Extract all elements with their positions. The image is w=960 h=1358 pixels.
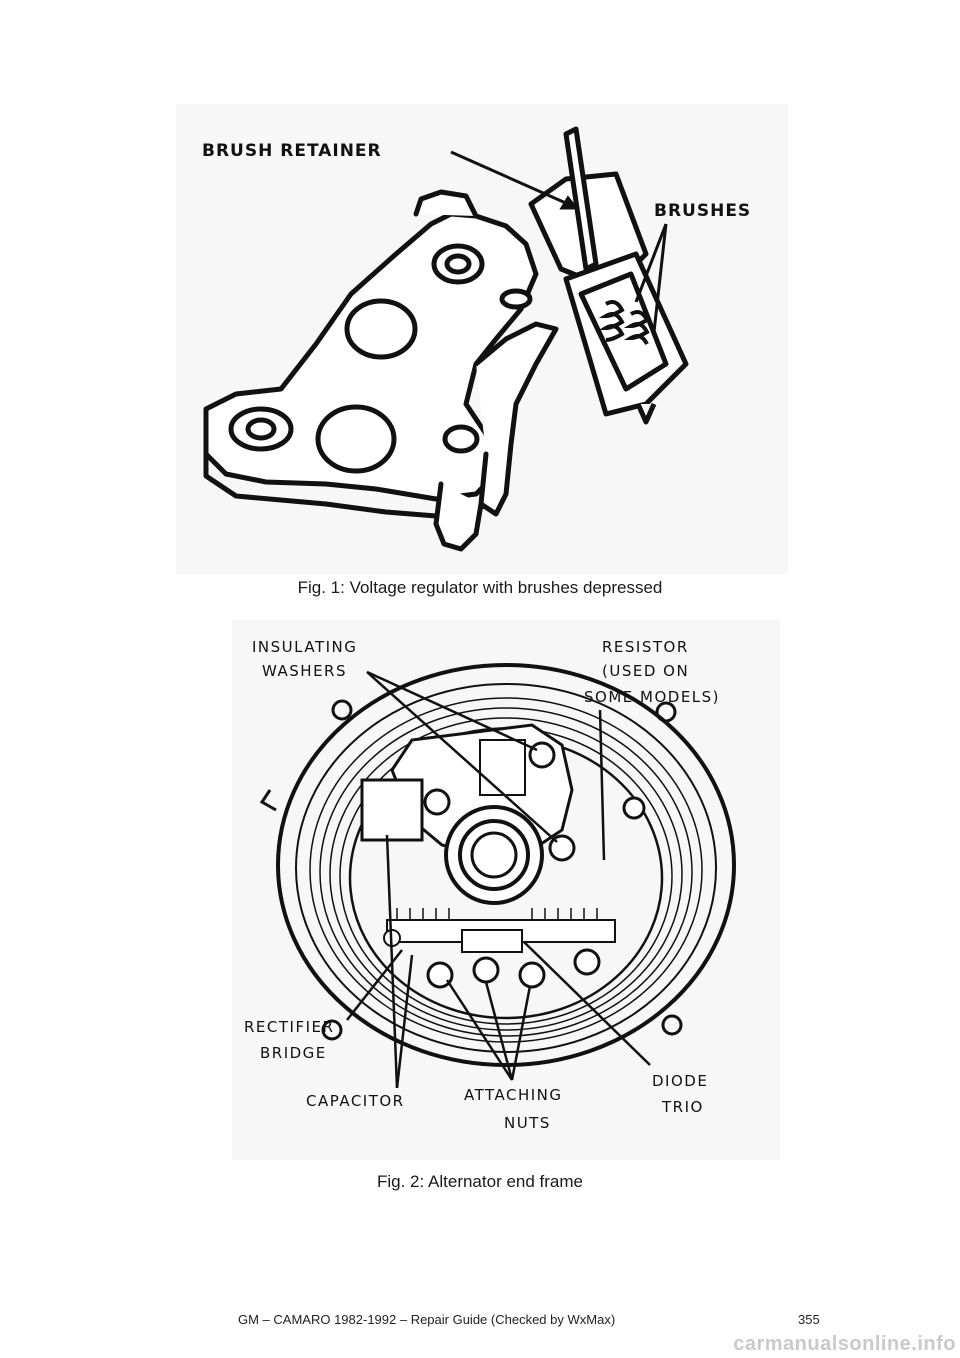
attaching-label-1: ATTACHING: [464, 1086, 563, 1104]
rectifier-label-2: BRIDGE: [260, 1044, 327, 1062]
resistor-label-1: RESISTOR: [602, 638, 689, 656]
brushes-label: BRUSHES: [654, 201, 751, 221]
insulating-label-2: WASHERS: [262, 662, 347, 680]
diode-label-1: DIODE: [652, 1072, 708, 1090]
brush-retainer-label: BRUSH RETAINER: [202, 141, 382, 161]
attaching-label-2: NUTS: [504, 1114, 551, 1132]
watermark: carmanualsonline.info: [733, 1333, 956, 1355]
voltage-regulator-drawing: BRUSH RETAINER BRUSHES: [202, 126, 751, 552]
figure-2-caption: Fig. 2: Alternator end frame: [377, 1172, 583, 1191]
insulating-label-1: INSULATING: [252, 638, 357, 656]
rectifier-label-1: RECTIFIER: [244, 1018, 334, 1036]
page-number: 355: [798, 1312, 820, 1327]
resistor-label-2: (USED ON: [602, 662, 689, 680]
alternator-end-frame-drawing: INSULATING WASHERS RESISTOR (USED ON SOM…: [244, 638, 736, 1132]
figure-1-caption: Fig. 1: Voltage regulator with brushes d…: [297, 578, 663, 597]
resistor-label-3: SOME MODELS): [584, 688, 720, 706]
diode-label-2: TRIO: [661, 1098, 704, 1116]
figure-voltage-regulator: BRUSH RETAINER BRUSHES: [176, 104, 788, 574]
capacitor-label: CAPACITOR: [306, 1092, 405, 1110]
footer-title: GM – CAMARO 1982-1992 – Repair Guide (Ch…: [238, 1312, 616, 1327]
figure-alternator-end-frame: INSULATING WASHERS RESISTOR (USED ON SOM…: [232, 620, 780, 1160]
